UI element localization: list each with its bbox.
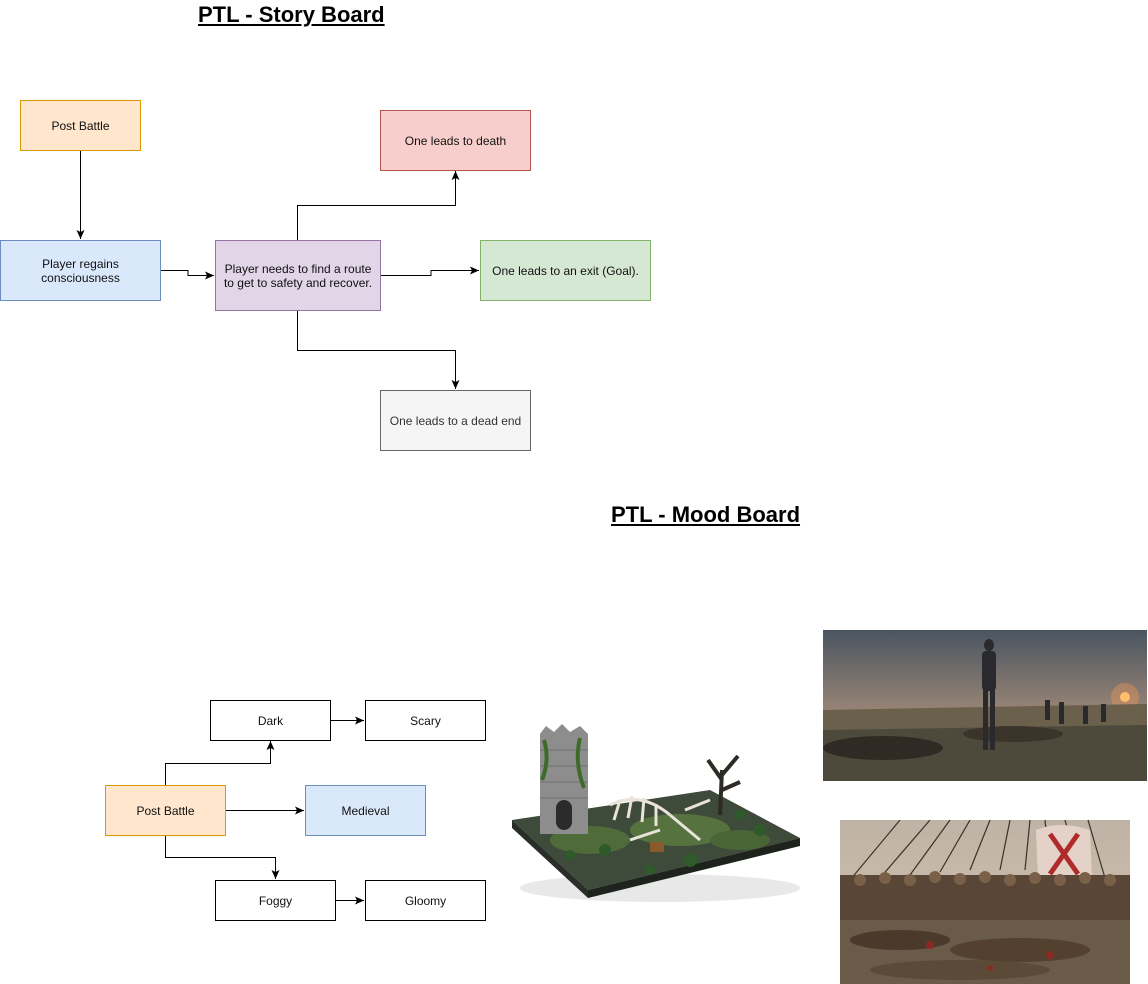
node-find-route[interactable]: Player needs to find a route to get to s… <box>215 240 381 311</box>
node-leads-to-dead-end[interactable]: One leads to a dead end <box>380 390 531 451</box>
node-foggy[interactable]: Foggy <box>215 880 336 921</box>
node-medieval[interactable]: Medieval <box>305 785 426 836</box>
node-mood-post-battle[interactable]: Post Battle <box>105 785 226 836</box>
edge-route-exit <box>381 266 479 276</box>
pike-battle-painting-image <box>840 820 1130 984</box>
node-gloomy[interactable]: Gloomy <box>365 880 486 921</box>
node-player-regains-consciousness[interactable]: Player regains consciousness <box>0 240 161 301</box>
node-post-battle[interactable]: Post Battle <box>20 100 141 151</box>
story-board-title: PTL - Story Board <box>198 2 385 27</box>
node-leads-to-exit[interactable]: One leads to an exit (Goal). <box>480 240 651 301</box>
edge-mood-postbattle-foggy <box>165 836 280 879</box>
mood-board-title: PTL - Mood Board <box>611 502 801 527</box>
battlefield-sunset-image <box>823 630 1147 781</box>
ruined-tower-diorama-image <box>510 720 804 912</box>
node-leads-to-death[interactable]: One leads to death <box>380 110 531 171</box>
node-scary[interactable]: Scary <box>365 700 486 741</box>
edge-route-death <box>297 171 460 240</box>
edge-route-deadend <box>297 311 460 389</box>
edge-regains-route <box>161 270 214 280</box>
edge-mood-postbattle-dark <box>165 741 275 785</box>
node-dark[interactable]: Dark <box>210 700 331 741</box>
